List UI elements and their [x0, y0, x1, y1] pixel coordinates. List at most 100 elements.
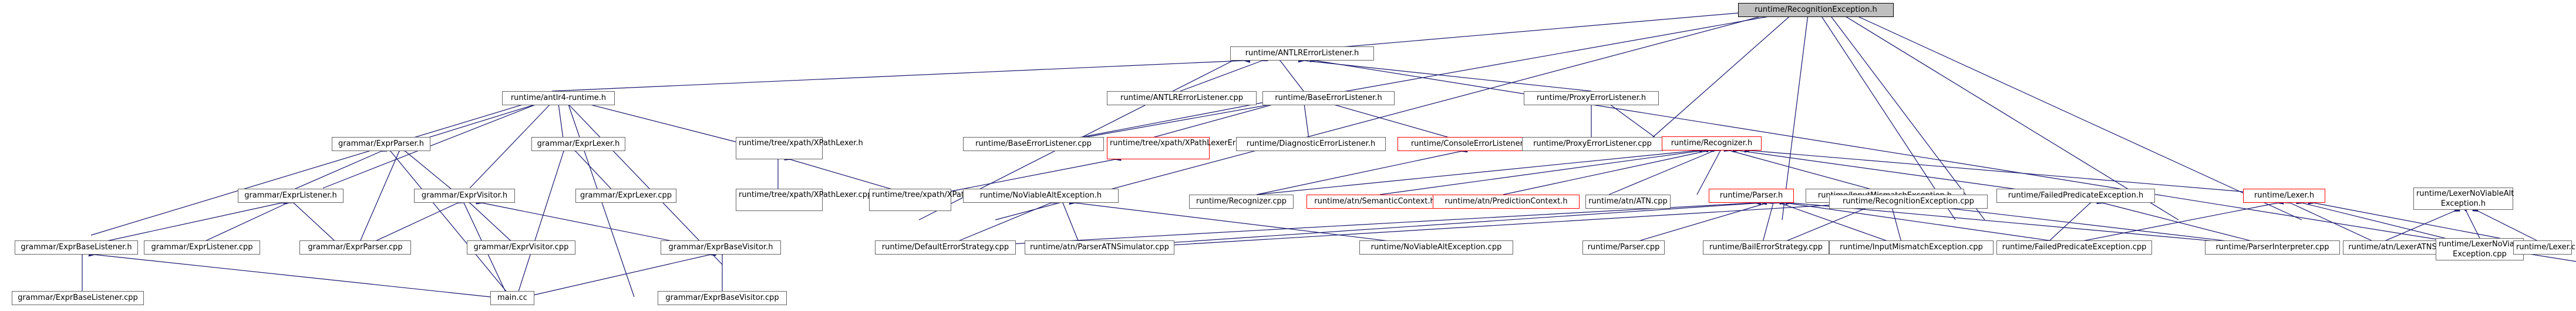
node-expr-listener-h[interactable]: grammar/ExprListener.h — [238, 189, 344, 203]
node-recognizer-h[interactable]: runtime/Recognizer.h — [1662, 136, 1762, 151]
node-antlr-error-listener-cpp[interactable]: runtime/ANTLRErrorListener.cpp — [1107, 91, 1257, 105]
edge — [551, 61, 1245, 92]
edge — [2043, 203, 2090, 247]
node-lexer-h[interactable]: runtime/Lexer.h — [2243, 189, 2325, 203]
edge — [995, 10, 1785, 220]
edge — [1050, 99, 1280, 143]
node-xpath-cpp[interactable]: runtime/tree/xpath/XPath.cpp — [869, 189, 985, 211]
node-expr-base-listener-h[interactable]: grammar/ExprBaseListener.h — [15, 240, 138, 255]
edge — [1133, 99, 1292, 143]
node-parser-atn-simulator-cpp[interactable]: runtime/atn/ParserATNSimulator.cpp — [1025, 240, 1174, 255]
edge — [1646, 10, 1797, 143]
node-recognition-exception-h[interactable]: runtime/RecognitionException.h — [1738, 3, 1894, 17]
edge — [525, 255, 710, 297]
edge — [410, 99, 552, 143]
edge — [1891, 203, 1903, 247]
edge — [1115, 203, 1762, 247]
node-antlr-error-listener-h[interactable]: runtime/ANTLRErrorListener.h — [1230, 46, 1374, 61]
node-lexer-no-viable-alt-exception-cpp-label-1: runtime/LexerNoViableAlt — [2439, 240, 2537, 249]
edge — [564, 99, 723, 265]
edge — [1844, 10, 2302, 220]
node-antlr4-runtime-h[interactable]: runtime/antlr4-runtime.h — [502, 91, 615, 105]
edge — [1150, 203, 1867, 247]
node-expr-base-visitor-h[interactable]: grammar/ExprBaseVisitor.h — [661, 240, 781, 255]
edge — [558, 99, 564, 143]
node-expr-listener-cpp[interactable]: grammar/ExprListener.cpp — [144, 240, 260, 255]
edge — [570, 99, 740, 143]
edge — [2102, 203, 2273, 247]
node-proxy-error-listener-cpp[interactable]: runtime/ProxyErrorListener.cpp — [1522, 137, 1663, 151]
edge — [1729, 151, 1891, 195]
node-lexer-cpp[interactable]: runtime/Lexer.cpp — [2513, 240, 2576, 255]
node-expr-visitor-cpp[interactable]: grammar/ExprVisitor.cpp — [467, 240, 575, 255]
edge — [470, 203, 517, 247]
node-atn-cpp[interactable]: runtime/atn/ATN.cpp — [1585, 195, 1671, 209]
node-expr-base-listener-cpp[interactable]: grammar/ExprBaseListener.cpp — [12, 291, 144, 305]
edge — [90, 99, 540, 236]
node-expr-lexer-h[interactable]: grammar/ExprLexer.h — [531, 137, 625, 151]
edge — [469, 99, 555, 189]
edge — [1304, 61, 1592, 92]
node-xpath-lexer-cpp[interactable]: runtime/tree/xpath/XPathLexer.cpp — [736, 189, 873, 211]
node-xpath-lexer-error-listener-h[interactable]: runtime/tree/xpath/XPathLexerErrorListen… — [1107, 137, 1284, 159]
edge — [1379, 151, 1703, 195]
node-console-error-listener-h[interactable]: runtime/ConsoleErrorListener.h — [1398, 137, 1543, 151]
edge — [1280, 61, 1304, 92]
node-main-cc[interactable]: main.cc — [490, 291, 534, 305]
node-xpath-lexer-h[interactable]: runtime/tree/xpath/XPathLexer.h — [736, 137, 863, 159]
node-no-viable-alt-exception-h[interactable]: runtime/NoViableAltException.h — [963, 189, 1119, 203]
edge — [193, 203, 288, 247]
node-input-mismatch-exception-cpp[interactable]: runtime/InputMismatchException.cpp — [1829, 240, 1994, 255]
edge — [1761, 203, 1773, 247]
edge — [1063, 203, 1081, 247]
node-failed-predicate-exception-cpp[interactable]: runtime/FailedPredicateException.cpp — [1996, 240, 2152, 255]
edge — [2290, 203, 2385, 247]
node-expr-base-visitor-cpp[interactable]: grammar/ExprBaseVisitor.cpp — [658, 291, 787, 305]
node-parser-interpreter-cpp[interactable]: runtime/ParserInterpreter.cpp — [2205, 240, 2340, 255]
edge — [575, 151, 617, 195]
node-bail-error-strategy-cpp[interactable]: runtime/BailErrorStrategy.cpp — [1703, 240, 1829, 255]
node-lexer-no-viable-alt-exception-cpp-label-2: Exception.cpp — [2453, 250, 2507, 259]
edge — [1785, 203, 2091, 247]
node-expr-visitor-h[interactable]: grammar/ExprVisitor.h — [414, 189, 515, 203]
edge — [1696, 151, 1720, 195]
node-xpath-cpp-label: runtime/tree/xpath/XPath.cpp — [872, 190, 985, 199]
edge — [1773, 203, 1879, 247]
node-semantic-context-h[interactable]: runtime/atn/SemanticContext.h — [1306, 195, 1443, 209]
node-base-error-listener-h[interactable]: runtime/BaseErrorListener.h — [1262, 91, 1395, 105]
edge — [322, 99, 549, 189]
edge — [1779, 203, 1903, 247]
edge — [1835, 10, 2179, 220]
node-prediction-context-h[interactable]: runtime/atn/PredictionContext.h — [1433, 195, 1580, 209]
node-base-error-listener-cpp[interactable]: runtime/BaseErrorListener.cpp — [963, 137, 1104, 151]
node-expr-lexer-cpp[interactable]: grammar/ExprLexer.cpp — [575, 189, 676, 203]
node-expr-parser-h[interactable]: grammar/ExprParser.h — [332, 137, 430, 151]
edge — [1817, 10, 1956, 220]
edge — [405, 151, 459, 195]
node-xpath-lexer-h-label: runtime/tree/xpath/XPathLexer.h — [739, 139, 863, 148]
node-no-viable-alt-exception-cpp[interactable]: runtime/NoViableAltException.cpp — [1359, 240, 1513, 255]
node-parser-h[interactable]: runtime/Parser.h — [1709, 189, 1794, 203]
node-recognizer-cpp[interactable]: runtime/Recognizer.cpp — [1189, 195, 1294, 209]
edge — [516, 151, 564, 297]
edge — [1279, 10, 1773, 53]
edge — [281, 151, 382, 195]
node-diagnostic-error-listener-h[interactable]: runtime/DiagnosticErrorListener.h — [1236, 137, 1386, 151]
edge — [1256, 151, 1697, 195]
edge — [1603, 99, 1662, 143]
node-expr-parser-cpp[interactable]: grammar/ExprParser.cpp — [299, 240, 411, 255]
edge — [1315, 99, 1469, 143]
node-proxy-error-listener-h[interactable]: runtime/ProxyErrorListener.h — [1524, 91, 1659, 105]
node-recognition-exception-cpp[interactable]: runtime/RecognitionException.cpp — [1829, 195, 1988, 209]
node-xpath-lexer-cpp-label: runtime/tree/xpath/XPathLexer.cpp — [739, 190, 873, 199]
node-parser-cpp[interactable]: runtime/Parser.cpp — [1582, 240, 1665, 255]
edge — [1738, 151, 2056, 195]
node-failed-predicate-exception-h[interactable]: runtime/FailedPredicateException.h — [1996, 189, 2155, 203]
node-xpath-lexer-error-listener-h-label: runtime/tree/xpath/XPathLexerErrorListen… — [1110, 139, 1284, 148]
edge — [294, 203, 341, 247]
edge — [363, 203, 458, 247]
node-default-error-strategy-cpp[interactable]: runtime/DefaultErrorStrategy.cpp — [875, 240, 1016, 255]
